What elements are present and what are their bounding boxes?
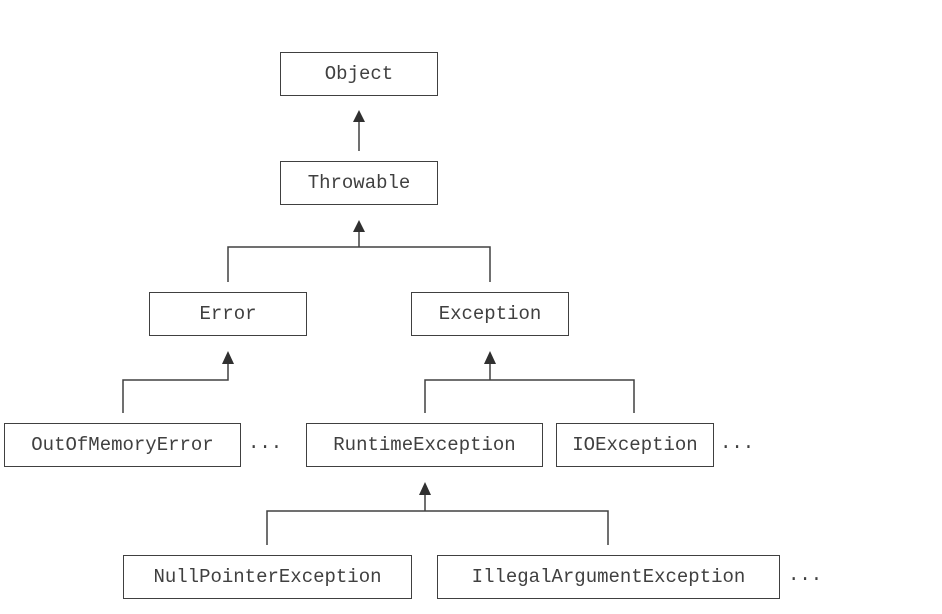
edge-error-exception-throwable bbox=[227, 246, 491, 282]
node-exception: Exception bbox=[411, 292, 569, 336]
edge-runtime-io-exception bbox=[424, 379, 635, 413]
ellipsis-error-subclasses: ... bbox=[248, 432, 283, 454]
arrow-to-throwable bbox=[353, 220, 365, 232]
node-object: Object bbox=[280, 52, 438, 96]
arrow-to-error bbox=[222, 351, 234, 364]
arrow-to-exception bbox=[484, 351, 496, 364]
ellipsis-runtime-subclasses: ... bbox=[788, 564, 823, 586]
node-illegalargumentexception: IllegalArgumentException bbox=[437, 555, 780, 599]
node-runtimeexception: RuntimeException bbox=[306, 423, 543, 467]
edge-outofmemoryerror-error bbox=[122, 364, 229, 413]
node-outofmemoryerror: OutOfMemoryError bbox=[4, 423, 241, 467]
arrow-to-runtimeexception bbox=[419, 482, 431, 495]
edge-npe-iae-runtime bbox=[266, 510, 609, 545]
ellipsis-exception-subclasses: ... bbox=[720, 432, 755, 454]
node-throwable: Throwable bbox=[280, 161, 438, 205]
node-ioexception: IOException bbox=[556, 423, 714, 467]
arrow-to-object bbox=[353, 110, 365, 122]
node-nullpointerexception: NullPointerException bbox=[123, 555, 412, 599]
node-error: Error bbox=[149, 292, 307, 336]
